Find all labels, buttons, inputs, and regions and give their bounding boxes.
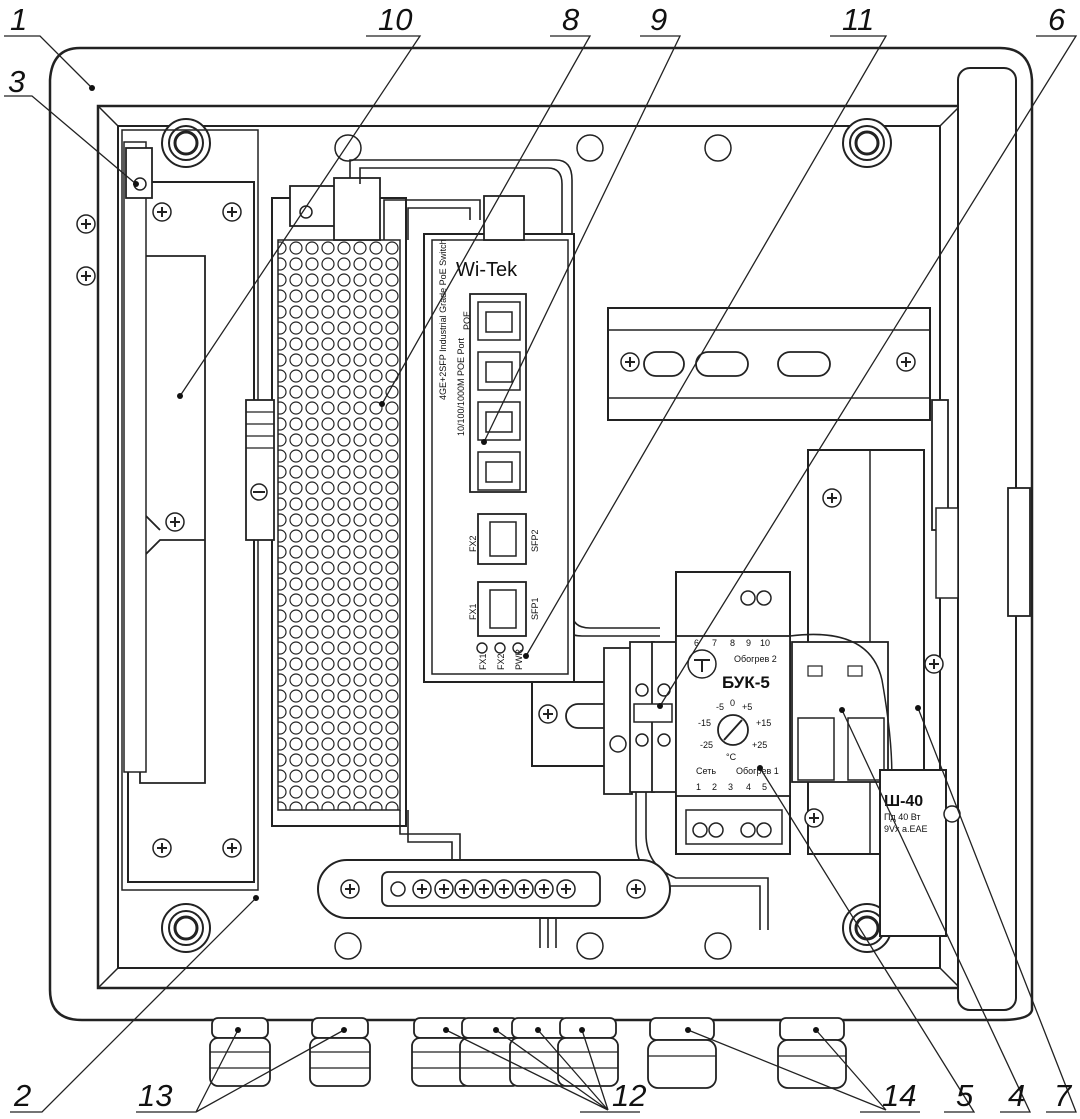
- svg-text:9: 9: [746, 638, 751, 648]
- switch-led-fx2: FX2: [496, 653, 506, 670]
- svg-text:-15: -15: [698, 718, 711, 728]
- power-supply: [245, 177, 407, 827]
- switch-led-pwr: PWR: [514, 649, 524, 670]
- controller-heat2: Обогрев 2: [734, 654, 777, 664]
- switch-sfp2: SFP2: [530, 529, 540, 552]
- switch-fx1: FX1: [468, 603, 478, 620]
- svg-text:8: 8: [730, 638, 735, 648]
- switch-led-fx1: FX1: [478, 653, 488, 670]
- heater-power: Пд 40 Вт: [884, 812, 921, 822]
- svg-text:+5: +5: [742, 702, 752, 712]
- callout-14: 14: [882, 1078, 916, 1113]
- switch-model: 4GE+2SFP Industrial Grade PoE Switch: [438, 239, 448, 400]
- callout-13: 13: [138, 1078, 172, 1113]
- mounting-plate: [121, 129, 259, 891]
- leader-lines: [4, 35, 1078, 1113]
- switch-fx2: FX2: [468, 535, 478, 552]
- controller-heat1: Обогрев 1: [736, 766, 779, 776]
- switch-brand: Wi-Tek: [456, 259, 518, 281]
- svg-text:4: 4: [746, 782, 751, 792]
- svg-text:-25: -25: [700, 740, 713, 750]
- callout-5: 5: [956, 1078, 974, 1113]
- temperature-controller: 6 7 8 9 10 Обогрев 2 БУК-5 -5 0 +5 -15 +…: [675, 571, 791, 855]
- callout-2: 2: [13, 1078, 31, 1113]
- heater-name: Ш-40: [884, 793, 923, 810]
- svg-text:2: 2: [712, 782, 717, 792]
- callout-labels: 1 3 10 8 9 11 6 2 13 12 14 5 4 7: [8, 2, 1073, 1113]
- svg-text:+25: +25: [752, 740, 767, 750]
- ground-busbar: [317, 859, 671, 919]
- din-rail-upper: [607, 307, 931, 421]
- callout-9: 9: [650, 2, 667, 37]
- callout-8: 8: [562, 2, 580, 37]
- svg-text:10: 10: [760, 638, 770, 648]
- svg-text:7: 7: [712, 638, 717, 648]
- heater: Ш-40 Пд 40 Вт 9Vx а.ЕАЕ: [879, 769, 961, 937]
- switch-poe-label: POE: [462, 311, 472, 330]
- controller-terminals-bottom: 1 2 3 4 5: [696, 782, 767, 792]
- terminal-blocks: [603, 641, 677, 795]
- callout-4: 4: [1008, 1078, 1025, 1113]
- leader-dots: [89, 85, 921, 1033]
- svg-text:+15: +15: [756, 718, 771, 728]
- callout-12: 12: [612, 1078, 646, 1113]
- svg-text:-5: -5: [716, 702, 724, 712]
- svg-text:3: 3: [728, 782, 733, 792]
- callout-10: 10: [378, 2, 412, 37]
- controller-mains: Сеть: [696, 766, 716, 776]
- controller-scale: -5 0 +5 -15 +15 -25 +25: [698, 698, 771, 750]
- switch-sfp1: SFP1: [530, 597, 540, 620]
- callout-7: 7: [1054, 1078, 1073, 1113]
- callout-1: 1: [10, 2, 27, 37]
- controller-terminals-top: 6 7 8 9 10: [694, 638, 770, 648]
- callout-11: 11: [842, 2, 874, 37]
- controller-unit: °C: [726, 752, 737, 762]
- controller-name: БУК-5: [722, 673, 770, 692]
- poe-switch: Wi-Tek 4GE+2SFP Industrial Grade PoE Swi…: [423, 195, 575, 683]
- heater-marking: 9Vx а.ЕАЕ: [884, 824, 928, 834]
- callout-6: 6: [1048, 2, 1066, 37]
- cable-glands: [209, 1017, 847, 1089]
- svg-text:6: 6: [694, 638, 699, 648]
- door-latch: [931, 399, 959, 599]
- callout-3: 3: [8, 64, 25, 99]
- svg-text:5: 5: [762, 782, 767, 792]
- svg-text:0: 0: [730, 698, 735, 708]
- switch-ports-label: 10/100/1000M POE Port: [456, 337, 466, 436]
- rj45-ports: [477, 301, 521, 491]
- svg-text:1: 1: [696, 782, 701, 792]
